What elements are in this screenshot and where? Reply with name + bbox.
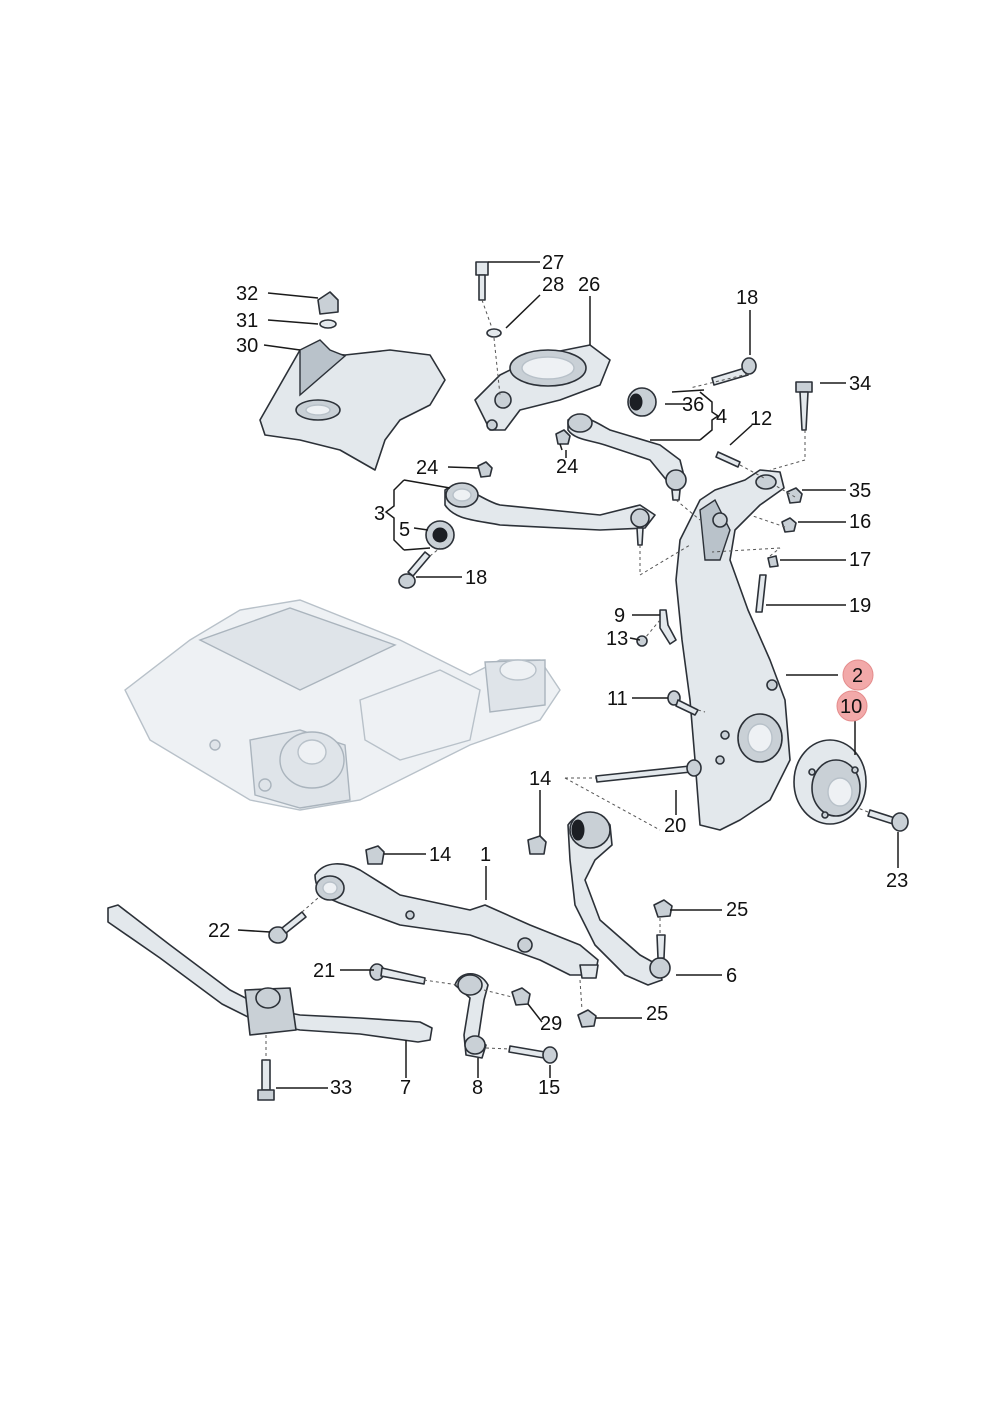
bolt-21: [369, 963, 426, 985]
callout-2: 2: [852, 665, 863, 687]
lower-front-arm: [567, 811, 671, 986]
bolt-15: [508, 1045, 558, 1064]
callout-19: 19: [849, 595, 871, 617]
nut-25-upper: [653, 899, 673, 918]
mount-washer: [486, 328, 502, 338]
stabilizer-bar: [107, 904, 433, 1043]
bolt-upper-right: [711, 357, 757, 386]
nut-14-front: [527, 835, 547, 855]
upper-control-arm-rear: [444, 482, 656, 546]
nut-29: [511, 987, 531, 1006]
arm-bushing: [627, 387, 657, 417]
callout-18-left: 18: [465, 567, 487, 589]
callout-14-front: 14: [529, 768, 551, 790]
coupling-rod: [454, 972, 489, 1059]
callout-32: 32: [236, 283, 258, 305]
callout-9: 9: [614, 605, 625, 627]
callout-5: 5: [399, 519, 410, 541]
callout-11: 11: [607, 688, 628, 710]
bolt-12: [715, 451, 741, 468]
bracket-9: [659, 609, 677, 645]
callout-27: 27: [542, 252, 564, 274]
callout-labels: 27 28 26 32 31 30 18 34 36 4 12 24 24 35…: [208, 252, 908, 1099]
bolt-22: [268, 911, 307, 944]
callout-15: 15: [538, 1077, 560, 1099]
callout-14-lower: 14: [429, 844, 451, 866]
bolt-34: [795, 381, 813, 431]
callout-34: 34: [849, 373, 871, 395]
highlight-marker-2: [842, 659, 874, 691]
wheel-hub: [793, 739, 867, 825]
washer: [319, 319, 337, 329]
callout-36: 36: [682, 394, 704, 416]
callout-6: 6: [726, 965, 737, 987]
callout-4: 4: [716, 406, 727, 428]
callout-7: 7: [400, 1077, 411, 1099]
cap-nut: [317, 291, 339, 315]
hub-bolt: [867, 809, 909, 832]
bolt-19: [755, 574, 767, 613]
callout-30: 30: [236, 335, 258, 357]
mount-bolt: [475, 261, 489, 301]
wheel-bearing-housing: [675, 469, 791, 831]
bolt-upper-left: [398, 551, 431, 589]
callout-1: 1: [480, 844, 491, 866]
leader-lines: [237, 261, 899, 1089]
callout-20: 20: [664, 815, 686, 837]
callout-17: 17: [849, 549, 871, 571]
bolt-20: [595, 759, 702, 783]
callout-13: 13: [606, 628, 628, 650]
nut-35: [786, 487, 803, 504]
callout-25-top: 25: [726, 899, 748, 921]
nut-upper-front: [555, 429, 571, 445]
callout-8: 8: [472, 1077, 483, 1099]
callout-16: 16: [849, 511, 871, 533]
callout-24-left: 24: [416, 457, 438, 479]
screw-13: [636, 635, 648, 647]
cover-plate: [259, 339, 446, 471]
dashed-connectors: [265, 299, 869, 1060]
nut-upper-left: [477, 461, 493, 478]
callout-24-right: 24: [556, 456, 578, 478]
nut-16: [781, 517, 797, 533]
callout-33: 33: [330, 1077, 352, 1099]
callout-22: 22: [208, 920, 230, 942]
highlight-marker-10: [836, 690, 868, 722]
callout-23: 23: [886, 870, 908, 892]
subframe: [124, 599, 561, 811]
callout-25-bottom: 25: [646, 1003, 668, 1025]
bolt-11: [667, 690, 699, 716]
callout-28: 28: [542, 274, 564, 296]
nut-14-lower: [365, 845, 385, 865]
callout-26: 26: [578, 274, 600, 296]
bolt-33: [257, 1059, 275, 1101]
bushing: [425, 520, 455, 550]
lower-control-arm: [314, 863, 599, 979]
callout-35: 35: [849, 480, 871, 502]
callout-10: 10: [840, 696, 862, 718]
strut-mount: [474, 344, 611, 431]
nut-17: [767, 555, 779, 568]
callout-18-top: 18: [736, 287, 758, 309]
callout-21: 21: [313, 960, 335, 982]
callout-31: 31: [236, 310, 258, 332]
callout-12: 12: [750, 408, 772, 430]
upper-control-arm-front: [567, 413, 687, 501]
callout-29: 29: [540, 1013, 562, 1035]
callout-3: 3: [374, 503, 385, 525]
nut-25-lower: [577, 1009, 597, 1028]
